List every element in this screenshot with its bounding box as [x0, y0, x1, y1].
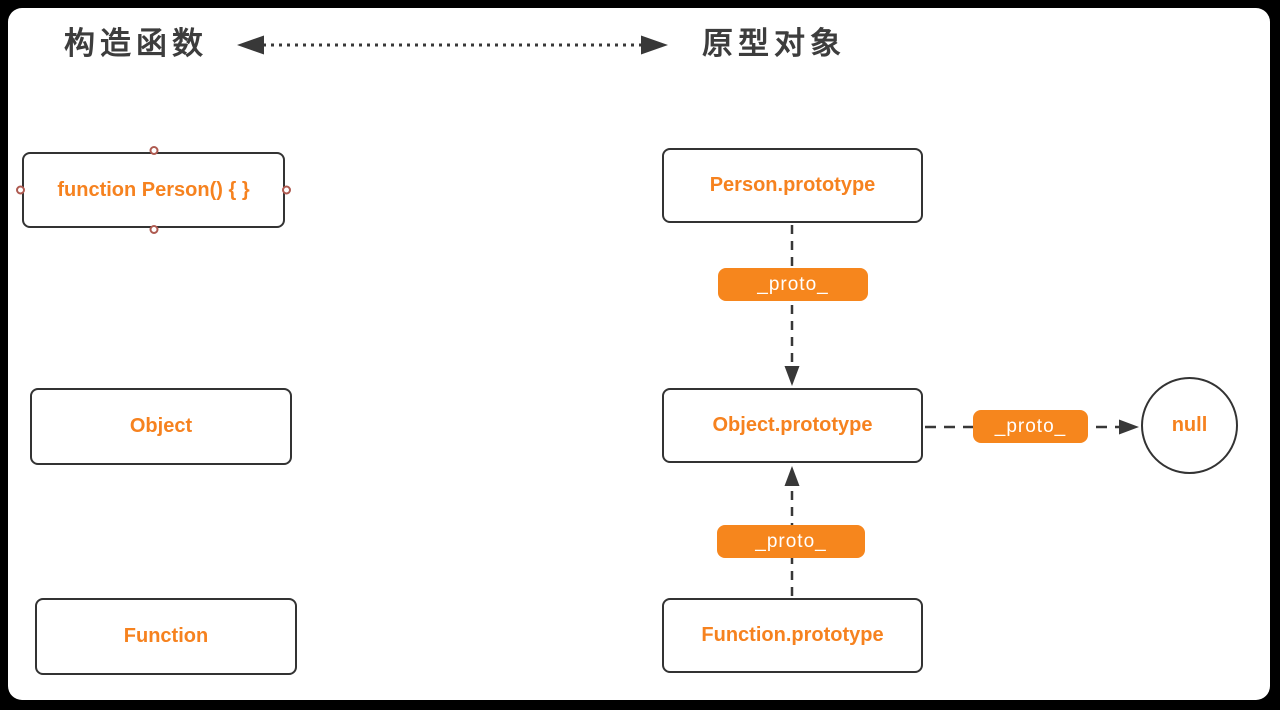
node-person-prototype-label: Person.prototype [709, 174, 876, 196]
connection-handle-right[interactable] [282, 185, 291, 195]
proto-badge-person-to-object[interactable]: _proto_ [718, 268, 868, 301]
node-person-prototype[interactable]: Person.prototype [662, 148, 923, 223]
node-function-person-label: function Person() { } [57, 178, 250, 201]
legend-right-title: 原型对象 [702, 26, 846, 61]
proto-badge-label: _proto_ [757, 273, 829, 295]
proto-badge-label: _proto_ [755, 530, 827, 552]
node-object-prototype[interactable]: Object.prototype [662, 388, 923, 463]
node-null[interactable]: null [1141, 377, 1238, 474]
proto-badge-function-to-object[interactable]: _proto_ [717, 525, 865, 558]
node-function-person[interactable]: function Person() { } [16, 146, 291, 234]
node-object-label: Object [129, 415, 193, 437]
node-function-label: Function [123, 625, 209, 647]
connection-handle-top[interactable] [149, 146, 158, 155]
node-function-prototype-label: Function.prototype [701, 624, 884, 646]
node-function[interactable]: Function [35, 598, 297, 675]
node-object-prototype-label: Object.prototype [712, 414, 873, 436]
proto-badge-object-to-null[interactable]: _proto_ [973, 410, 1088, 443]
node-object[interactable]: Object [30, 388, 292, 465]
node-function-prototype[interactable]: Function.prototype [662, 598, 923, 673]
node-null-label: null [1171, 414, 1208, 436]
proto-badge-label: _proto_ [994, 415, 1067, 437]
connection-handle-left[interactable] [16, 185, 25, 195]
connection-handle-bottom[interactable] [149, 225, 158, 234]
diagram-canvas [8, 8, 1270, 700]
legend-left-title: 构造函数 [64, 26, 208, 61]
